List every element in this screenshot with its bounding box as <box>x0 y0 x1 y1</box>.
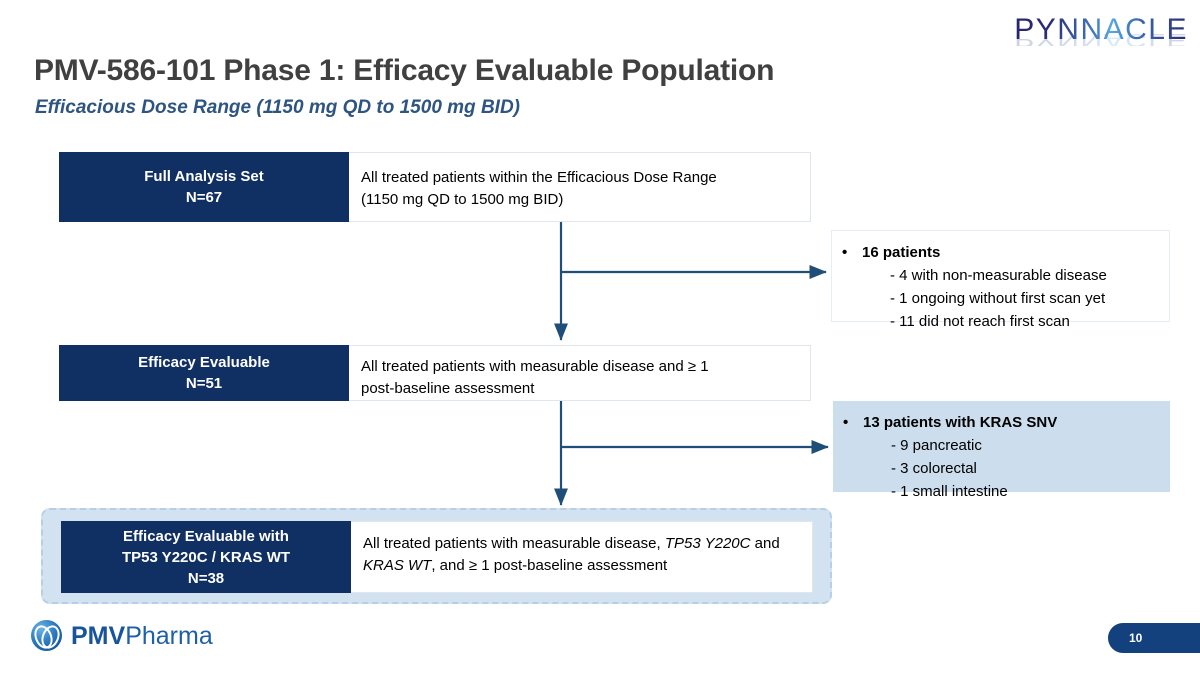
full-analysis-set-title: Full Analysis Set <box>144 168 264 185</box>
bullet-icon: • <box>842 244 848 261</box>
callout-excluded-heading-row: • 16 patients <box>842 241 1157 264</box>
flow-box-efficacy-evaluable-tp53: Efficacy Evaluable with TP53 Y220C / KRA… <box>61 521 813 593</box>
efficacy-evaluable-count: N=51 <box>185 375 223 392</box>
callout-kras-snv-patients: • 13 patients with KRAS SNV - 9 pancreat… <box>833 401 1170 500</box>
pynnacle-logo: PYNNACLE PYNNACLE <box>1006 14 1188 72</box>
full-analysis-set-description: All treated patients within the Efficaci… <box>349 152 811 222</box>
efficacy-evaluable-desc-line2: post-baseline assessment <box>361 380 535 397</box>
page-title: PMV-586-101 Phase 1: Efficacy Evaluable … <box>34 54 775 87</box>
efficacy-evaluable-desc-line1: All treated patients with measurable dis… <box>361 358 709 375</box>
callout-kras-item-1: - 9 pancreatic <box>891 437 982 454</box>
efficacy-tp53-desc-mid: and <box>750 535 780 552</box>
flow-box-full-analysis-set: Full Analysis Set N=67 All treated patie… <box>59 152 811 222</box>
callout-kras-item-3: - 1 small intestine <box>891 483 1008 500</box>
callout-excluded-heading: 16 patients <box>862 244 941 261</box>
bullet-icon: • <box>843 414 849 431</box>
page-number-badge: 10 <box>1108 623 1200 653</box>
efficacy-tp53-title-line2: TP53 Y220C / KRAS WT <box>121 548 291 566</box>
pmv-pharma-logo: PMVPharma <box>31 620 213 651</box>
full-analysis-set-desc-line2: (1150 mg QD to 1500 mg BID) <box>361 191 564 208</box>
efficacy-tp53-gene-tp53: TP53 Y220C <box>664 535 751 552</box>
highlight-container: Efficacy Evaluable with TP53 Y220C / KRA… <box>41 508 832 604</box>
callout-excluded-patients: • 16 patients - 4 with non-measurable di… <box>831 230 1170 330</box>
callout-excluded-item-1: - 4 with non-measurable disease <box>890 267 1107 284</box>
full-analysis-set-count: N=67 <box>185 189 223 206</box>
efficacy-tp53-desc-suffix: , and ≥ 1 post-baseline assessment <box>431 557 668 574</box>
pynnacle-logo-text: PYNNACLE <box>1006 14 1188 46</box>
efficacy-tp53-count: N=38 <box>187 569 225 587</box>
pynnacle-logo-reflection: PYNNACLE <box>1006 30 1188 50</box>
efficacy-tp53-desc-prefix: All treated patients with measurable dis… <box>363 535 665 552</box>
full-analysis-set-desc-line1: All treated patients within the Efficaci… <box>361 169 717 186</box>
efficacy-tp53-label: Efficacy Evaluable with TP53 Y220C / KRA… <box>61 521 351 593</box>
efficacy-tp53-title-line1: Efficacy Evaluable with <box>123 527 289 545</box>
efficacy-evaluable-description: All treated patients with measurable dis… <box>349 345 811 401</box>
dna-helix-icon <box>31 620 62 651</box>
page-subtitle: Efficacious Dose Range (1150 mg QD to 15… <box>35 97 520 118</box>
callout-kras-heading-row: • 13 patients with KRAS SNV <box>843 411 1158 434</box>
flow-box-efficacy-evaluable: Efficacy Evaluable N=51 All treated pati… <box>59 345 811 401</box>
efficacy-tp53-description: All treated patients with measurable dis… <box>351 521 813 593</box>
pmv-pharma-wordmark: PMVPharma <box>71 622 213 650</box>
callout-excluded-item-2: - 1 ongoing without first scan yet <box>890 290 1106 307</box>
callout-excluded-item-3: - 11 did not reach first scan <box>890 313 1070 330</box>
callout-kras-heading: 13 patients with KRAS SNV <box>863 414 1058 431</box>
callout-kras-item-2: - 3 colorectal <box>891 460 977 477</box>
full-analysis-set-label: Full Analysis Set N=67 <box>59 152 349 222</box>
pmv-pharma-wordmark-light: Pharma <box>125 621 213 650</box>
efficacy-tp53-gene-kras: KRAS WT <box>363 557 432 574</box>
efficacy-evaluable-label: Efficacy Evaluable N=51 <box>59 345 349 401</box>
efficacy-evaluable-title: Efficacy Evaluable <box>138 354 270 371</box>
pmv-pharma-wordmark-bold: PMV <box>71 621 126 650</box>
